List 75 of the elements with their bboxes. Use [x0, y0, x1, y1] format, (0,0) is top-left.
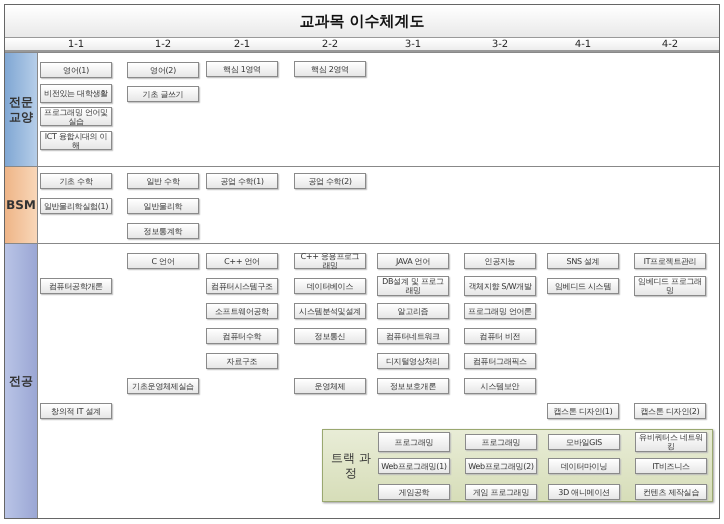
section-heading: 전문 교양 [5, 53, 38, 166]
course-box: 운영체제 [294, 378, 366, 394]
course-box: 임베디드 시스템 [547, 278, 619, 294]
semester-label: 1-2 [154, 38, 172, 51]
semester-label: 4-1 [574, 38, 592, 51]
course-box: 컴퓨터시스템구조 [206, 278, 278, 294]
section-heading: BSM [5, 167, 38, 243]
course-box: 임베디드 프로그래밍 [634, 276, 706, 296]
course-box: 객체지향 S/W개발 [464, 276, 536, 296]
course-box: 자료구조 [206, 353, 278, 369]
course-box: 컴퓨터그래픽스 [464, 353, 536, 369]
course-box: 컴퓨터수학 [206, 328, 278, 344]
course-box: 정보통계학 [127, 223, 199, 239]
course-box: 공업 수학(1) [206, 173, 278, 189]
course-box: 컴퓨터 비전 [464, 328, 536, 344]
semester-label: 3-2 [490, 38, 510, 51]
course-box: 디지털영상처리 [377, 353, 449, 369]
course-box: 프로그래밍 언어론 [464, 303, 536, 319]
course-box: 프로그래밍 [378, 432, 450, 452]
course-box: 게임공학 [378, 484, 450, 500]
semester-label: 4-2 [660, 38, 680, 51]
semester-label: 2-2 [320, 38, 340, 51]
course-box: 영어(2) [127, 62, 199, 78]
course-box: 컴퓨터네트워크 [377, 328, 449, 344]
course-box: 일반물리학실험(1) [40, 198, 112, 214]
course-box: 소프트웨어공학 [206, 303, 278, 319]
course-box: 공업 수학(2) [294, 173, 366, 189]
course-box: 시스템보안 [464, 378, 536, 394]
section-heading: 전공 [5, 244, 38, 518]
course-box: 일반 수학 [127, 173, 199, 189]
semester-label: 3-1 [404, 38, 422, 51]
semester-label: 2-1 [232, 38, 252, 51]
course-box: 데이터마이닝 [548, 458, 620, 474]
course-box: 일반물리학 [127, 198, 199, 214]
course-box: 기초 수학 [40, 173, 112, 189]
course-box: 영어(1) [40, 62, 112, 78]
course-box: 핵심 1영역 [206, 61, 278, 77]
course-box: 컨텐츠 제작실습 [635, 484, 707, 500]
course-box: 캡스톤 디자인(2) [634, 403, 706, 419]
course-box: Web프로그래밍(1) [378, 458, 450, 474]
course-box: 인공지능 [464, 253, 536, 269]
track-panel [322, 429, 713, 502]
course-box: 컴퓨터공학개론 [40, 278, 112, 294]
track-heading: 트랙 과정 [330, 450, 372, 482]
course-box: C 언어 [127, 253, 199, 269]
course-box: 게임 프로그래밍 [465, 484, 537, 500]
course-box: Web프로그래밍(2) [465, 458, 537, 474]
course-box: 데이터베이스 [294, 278, 366, 294]
course-box: ICT 융합시대의 이해 [40, 131, 112, 150]
course-box: C++ 응용프로그래밍 [294, 253, 366, 269]
course-box: C++ 언어 [206, 253, 278, 269]
section-row [5, 52, 719, 166]
course-box: 3D 애니메이션 [548, 484, 620, 500]
course-box: JAVA 언어 [377, 253, 449, 269]
course-box: 기초 글쓰기 [127, 86, 199, 102]
course-box: 핵심 2영역 [294, 61, 366, 77]
course-box: DB설계 및 프로그래밍 [377, 276, 449, 296]
course-box: SNS 설계 [547, 253, 619, 269]
course-box: IT비즈니스 [635, 458, 707, 474]
course-box: 정보보호개론 [377, 378, 449, 394]
course-box: 정보통신 [294, 328, 366, 344]
course-box: 비전있는 대학생활 [40, 84, 112, 103]
section-row [5, 243, 719, 518]
section-row [5, 166, 719, 243]
semester-label: 1-1 [66, 38, 86, 51]
course-box: 프로그래밍 [465, 434, 537, 450]
course-box: 알고리즘 [377, 303, 449, 319]
course-box: 캡스톤 디자인(1) [547, 403, 619, 419]
course-box: 시스템분석및설계 [294, 303, 366, 319]
course-box: 모바일GIS [548, 434, 620, 450]
course-box: 프로그래밍 언어및실습 [40, 107, 112, 126]
course-box: 기초운영체제실습 [127, 378, 199, 394]
course-box: 유비쿼터스 네트워킹 [635, 432, 707, 452]
course-box: IT프로젝트관리 [634, 253, 706, 269]
course-box: 창의적 IT 설계 [40, 403, 112, 419]
